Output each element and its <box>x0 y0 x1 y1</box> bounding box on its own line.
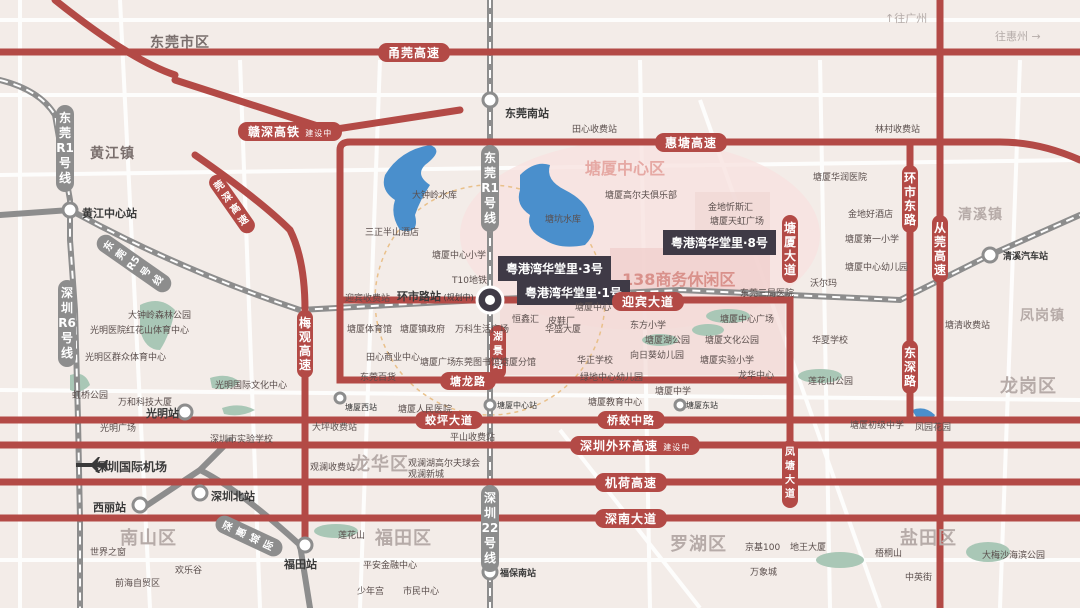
station-markers <box>61 91 999 581</box>
road-east <box>926 138 1080 164</box>
tangkeng-reservoir <box>518 163 594 247</box>
road-nw <box>51 0 179 79</box>
p8-zone <box>695 192 770 252</box>
metro-line-szb <box>197 467 313 608</box>
road-huitang <box>336 138 934 304</box>
airplane-icon <box>76 457 108 473</box>
commerce-zone <box>610 248 770 293</box>
dazhongling-reservoir <box>383 145 437 231</box>
road-tanglong <box>336 296 794 384</box>
metro-line-xili <box>137 437 233 513</box>
metro-line-west <box>0 207 73 218</box>
